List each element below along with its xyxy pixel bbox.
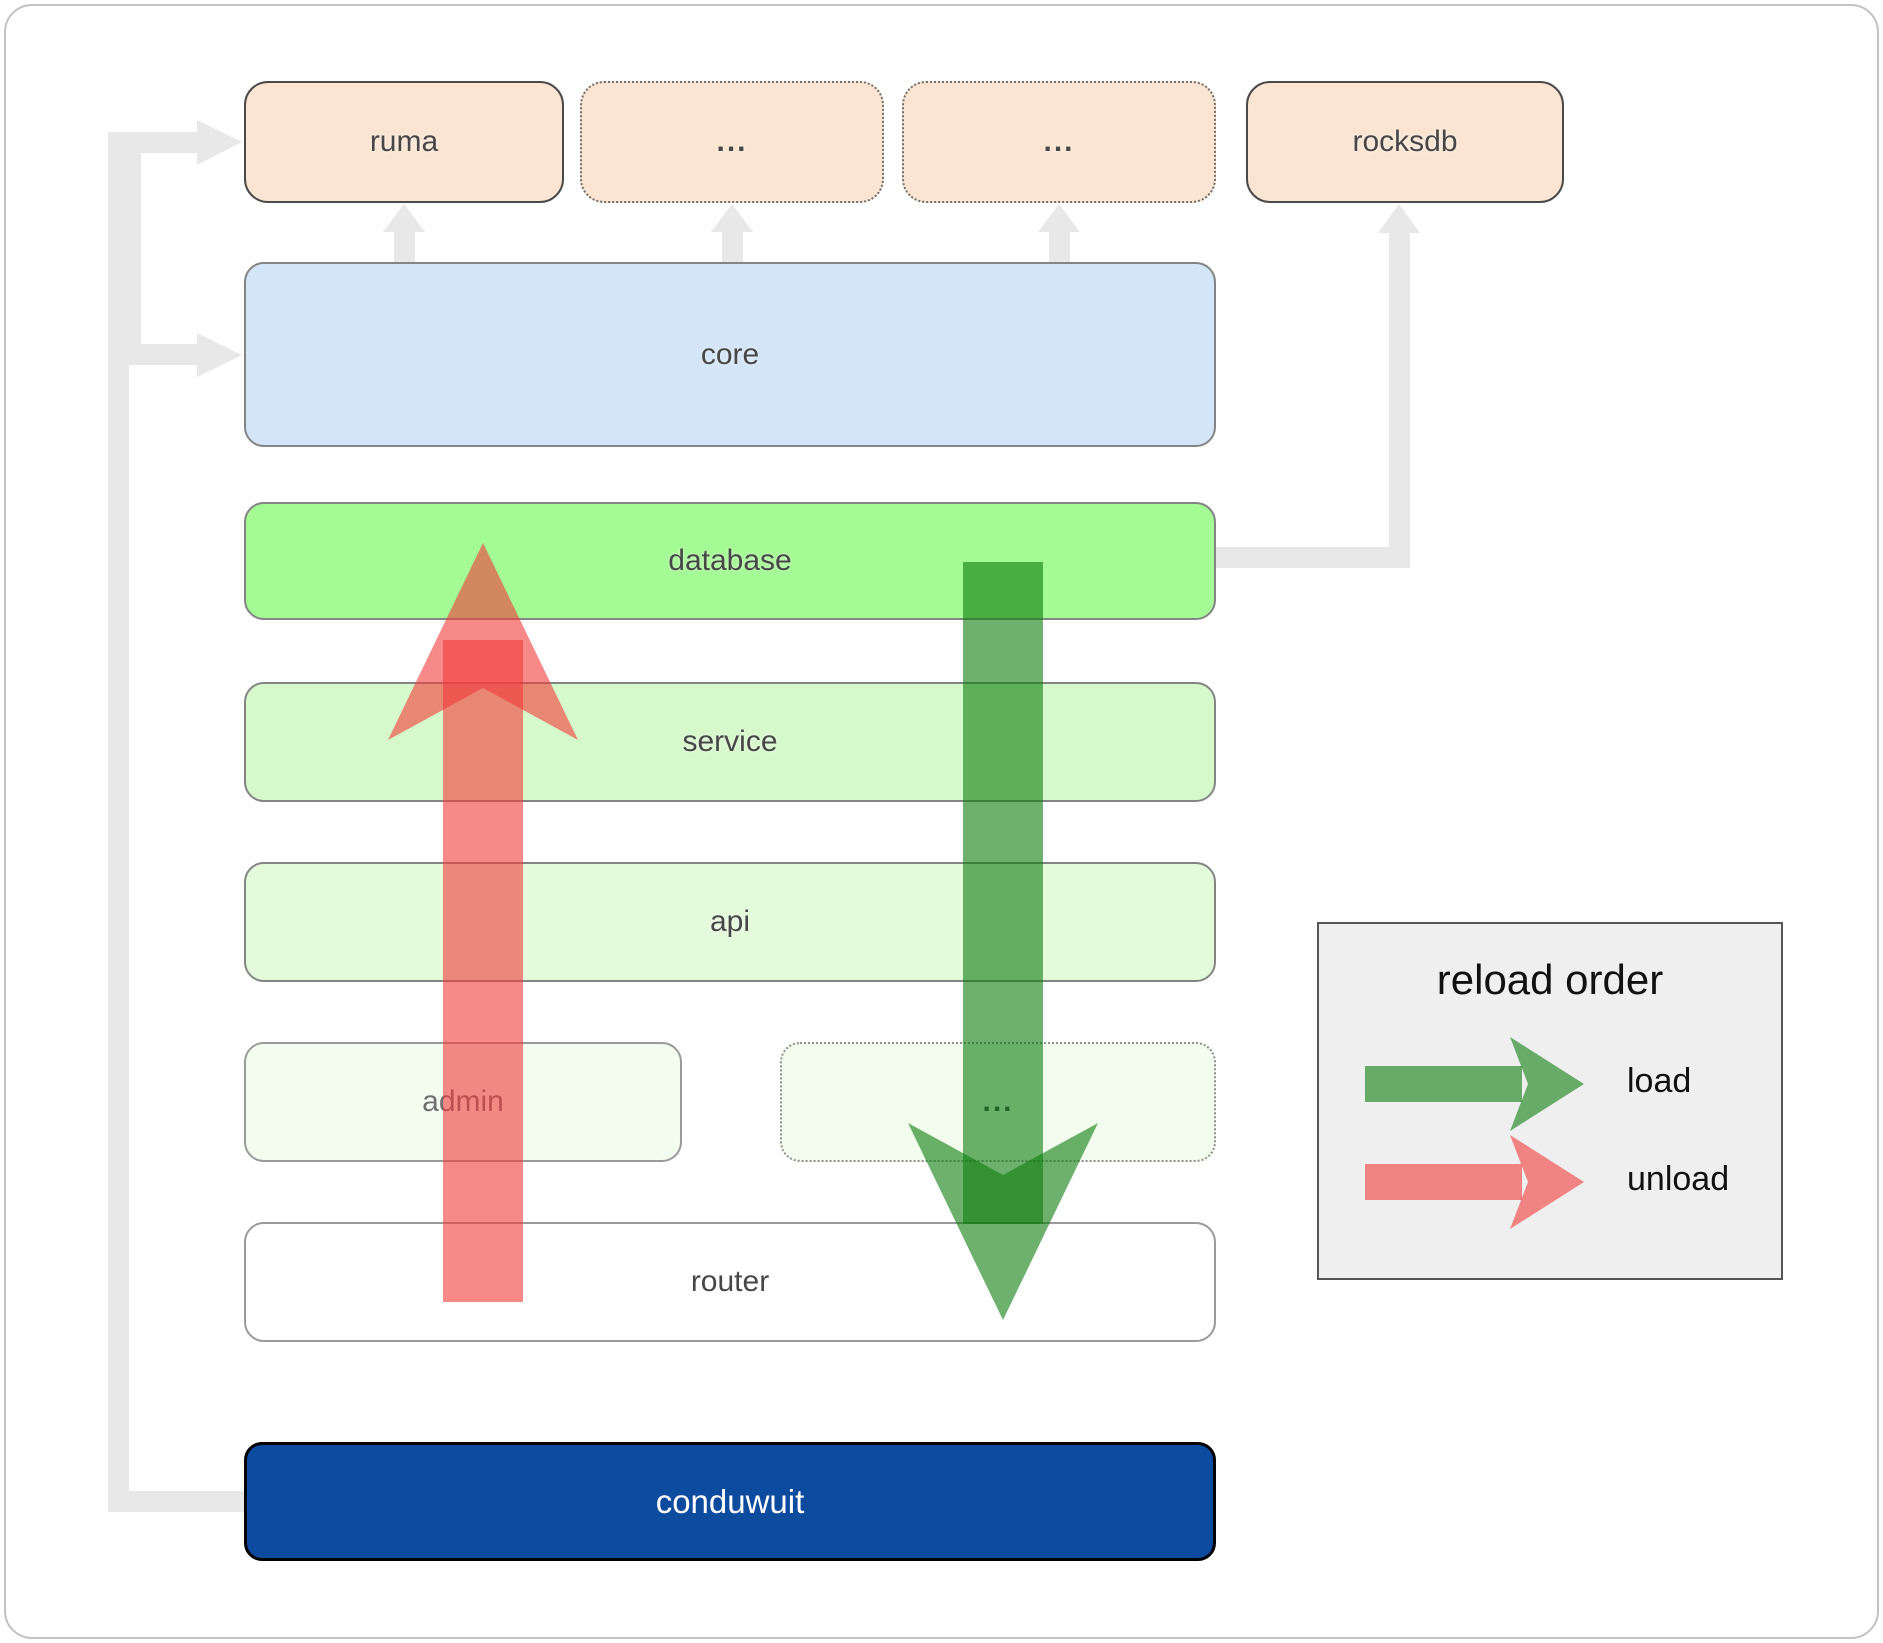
legend-load-label: load [1627,1062,1692,1100]
legend-arrows [1365,1037,1584,1229]
legend: reload order load unload [1317,922,1783,1280]
legend-unload-arrow [1365,1135,1584,1229]
legend-load-arrow [1365,1037,1584,1131]
diagram-frame [4,4,1879,1639]
legend-unload-label: unload [1627,1160,1730,1198]
legend-title: reload order [1436,956,1664,1003]
